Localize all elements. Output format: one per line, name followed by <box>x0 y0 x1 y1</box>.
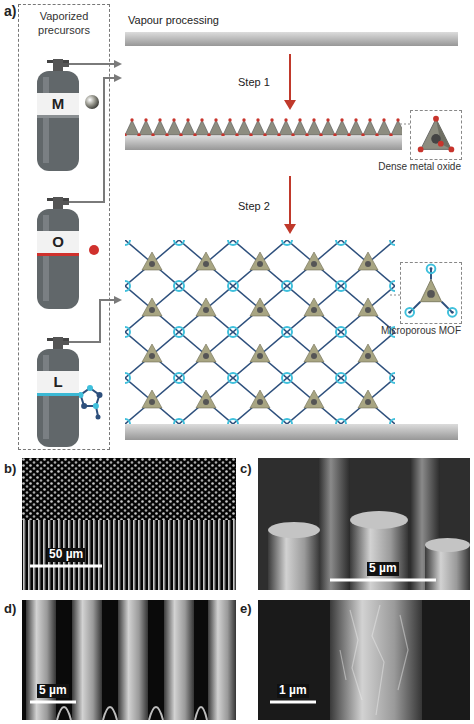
inset-caption: Microporous MOF <box>381 325 461 336</box>
gas-cylinder: L <box>33 337 83 447</box>
step-label: Step 1 <box>238 76 270 89</box>
cylinder-shape <box>33 197 83 309</box>
gas-cylinder: M <box>33 59 83 171</box>
scale-bar-label: 50 µm <box>47 548 85 562</box>
cylinder-shape <box>33 337 83 447</box>
panel-letter: d) <box>4 602 16 617</box>
inset-picture <box>411 111 461 159</box>
panel-letter: a) <box>4 3 16 19</box>
gas-cylinder: O <box>33 197 83 309</box>
structure-inset: Dense metal oxide <box>410 110 462 160</box>
precursor-panel: Vaporized precursorsM O L <box>18 4 110 450</box>
cylinder-shape <box>33 59 83 171</box>
inset-caption: Dense metal oxide <box>378 161 461 172</box>
cylinder-letter: L <box>33 371 83 393</box>
scale-bar-label: 1 µm <box>277 684 309 698</box>
panel-letter: b) <box>4 462 16 477</box>
cylinder-letter: O <box>33 231 83 253</box>
panel-letter: e) <box>240 602 252 617</box>
stage-title: Vapour processing <box>128 14 219 27</box>
panel-letter: c) <box>240 462 252 477</box>
panel-heading: Vaporized precursors <box>19 5 109 38</box>
scale-bar-label: 5 µm <box>37 684 69 698</box>
scale-bar-label: 5 µm <box>367 562 399 576</box>
step-label: Step 2 <box>238 200 270 213</box>
cylinder-letter: M <box>33 93 83 115</box>
inset-picture <box>401 263 461 323</box>
structure-inset: Microporous MOF <box>400 262 462 324</box>
